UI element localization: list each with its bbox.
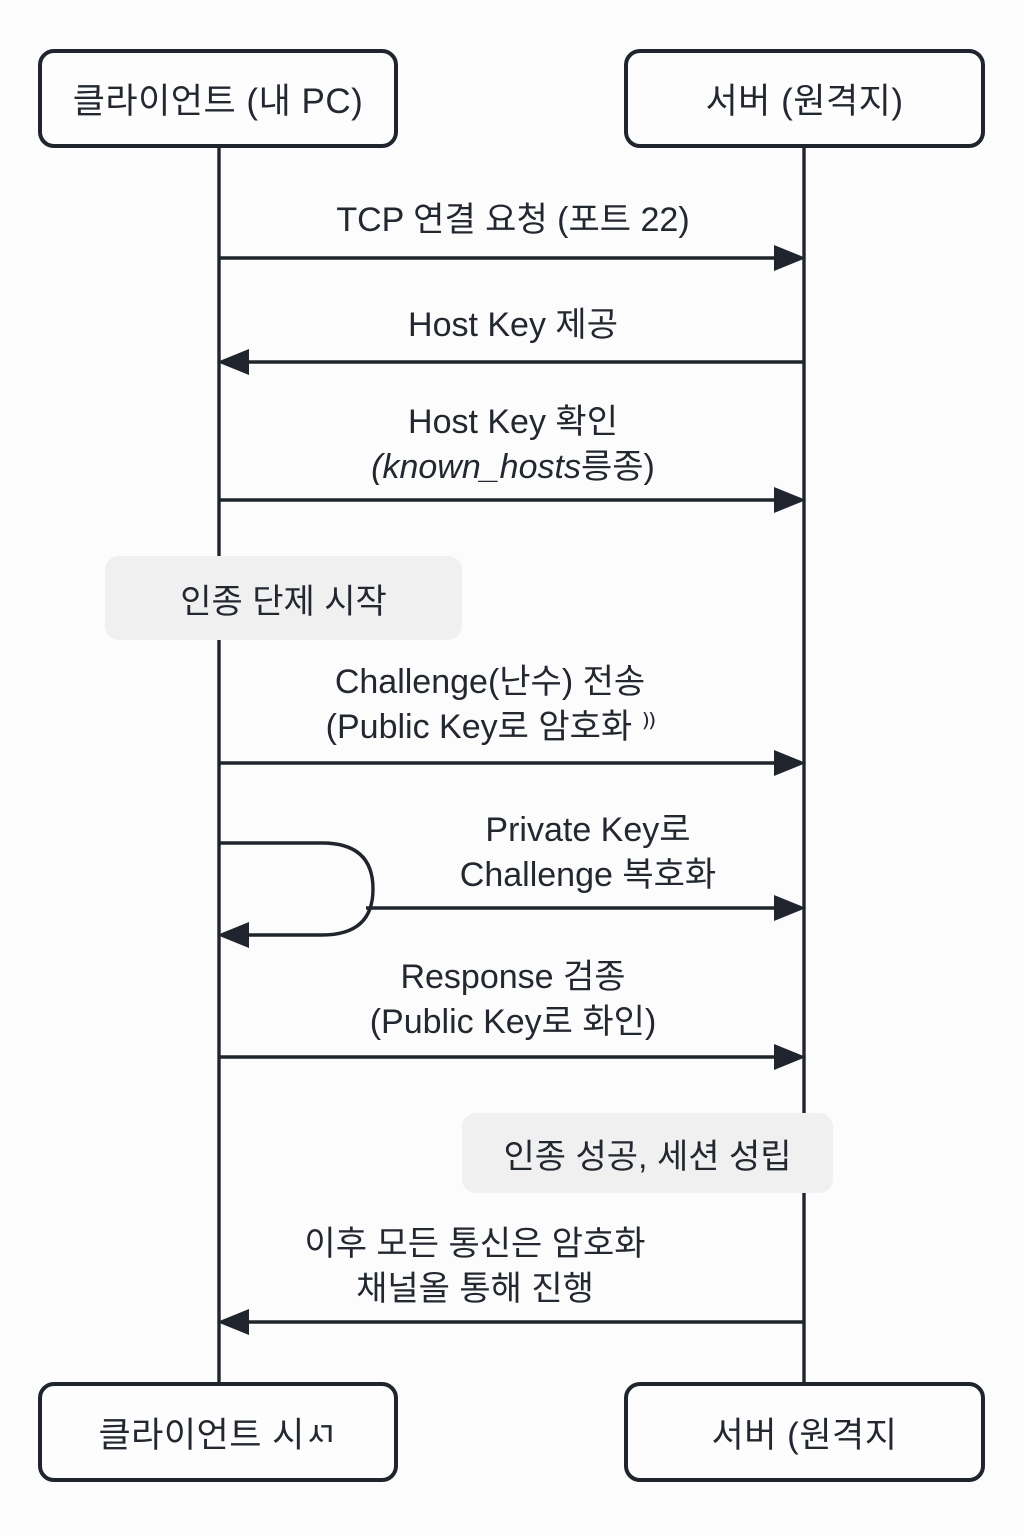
message-encrypted-channel: 이후 모든 통신은 암호화 채널올 통해 진행 <box>304 1222 645 1312</box>
self-loop-path <box>219 841 375 937</box>
known-hosts-rest: 릉종) <box>580 448 655 486</box>
note-auth-start: 인종 단제 시작 <box>105 556 462 640</box>
stray-paren-mark: ⁾⁾ <box>641 708 657 746</box>
note-auth-success: 인종 성공, 세션 성립 <box>462 1113 833 1193</box>
arrowhead-right-icon <box>774 245 806 271</box>
message-challenge-send: Challenge(난수) 전송 (Public Key로 암호화 ⁾⁾ <box>325 660 657 750</box>
actor-box-server-bottom: 서버 (원격지 <box>624 1382 985 1482</box>
message-line: Response 검종 <box>400 958 626 996</box>
actor-label-client-top: 클라이언트 (내 PC) <box>72 82 364 121</box>
message-line: 이후 모든 통신은 암호화 <box>304 1225 646 1263</box>
actor-box-client-bottom: 클라이언트 시ㅺ <box>38 1382 398 1482</box>
message-line: Host Key 확인 <box>408 403 618 441</box>
message-line: Host Key 제공 <box>408 306 618 344</box>
actor-label-server-bottom: 서버 (원격지 <box>711 1415 898 1455</box>
message-line: (Public Key로 암호화 ⁾⁾ <box>325 705 657 750</box>
message-tcp-request: TCP 연결 요청 (포트 22) <box>336 198 689 243</box>
message-host-key-check: Host Key 확인 (known_hosts릉종) <box>371 400 655 490</box>
known-hosts-italic: (known_hosts <box>371 448 581 486</box>
message-line: 채널올 통해 진행 <box>356 1270 594 1308</box>
note-auth-success-label: 인종 성공, 세션 성립 <box>503 1137 792 1176</box>
actor-box-client-top: 클라이언트 (내 PC) <box>38 49 398 148</box>
arrowhead-right-icon <box>774 1044 806 1070</box>
message-private-key-decrypt: Private Key로 Challenge 복호화 <box>460 808 716 898</box>
challenge-line2: (Public Key로 암호화 <box>325 708 633 746</box>
message-response-verify: Response 검종 (Public Key로 화인) <box>370 955 657 1045</box>
actor-label-client-bottom: 클라이언트 시ㅺ <box>98 1415 338 1455</box>
arrowhead-left-icon <box>217 1309 249 1335</box>
message-line: (Public Key로 화인) <box>369 1003 657 1041</box>
message-line: (known_hosts릉종) <box>371 445 655 490</box>
actor-label-server-top: 서버 (원격지) <box>705 82 904 121</box>
arrowhead-left-icon <box>217 922 249 948</box>
message-line: Challenge 복호화 <box>459 856 717 894</box>
message-line: TCP 연결 요청 (포트 22) <box>336 201 690 239</box>
message-line: Challenge(난수) 전송 <box>334 663 646 701</box>
arrowhead-right-icon <box>774 895 806 921</box>
note-auth-start-label: 인종 단제 시작 <box>180 582 387 621</box>
arrowhead-right-icon <box>774 487 806 513</box>
arrowhead-left-icon <box>217 349 249 375</box>
actor-box-server-top: 서버 (원격지) <box>624 49 985 148</box>
arrowhead-right-icon <box>774 750 806 776</box>
message-line: Private Key로 <box>485 811 691 849</box>
message-host-key-provide: Host Key 제공 <box>408 303 618 348</box>
